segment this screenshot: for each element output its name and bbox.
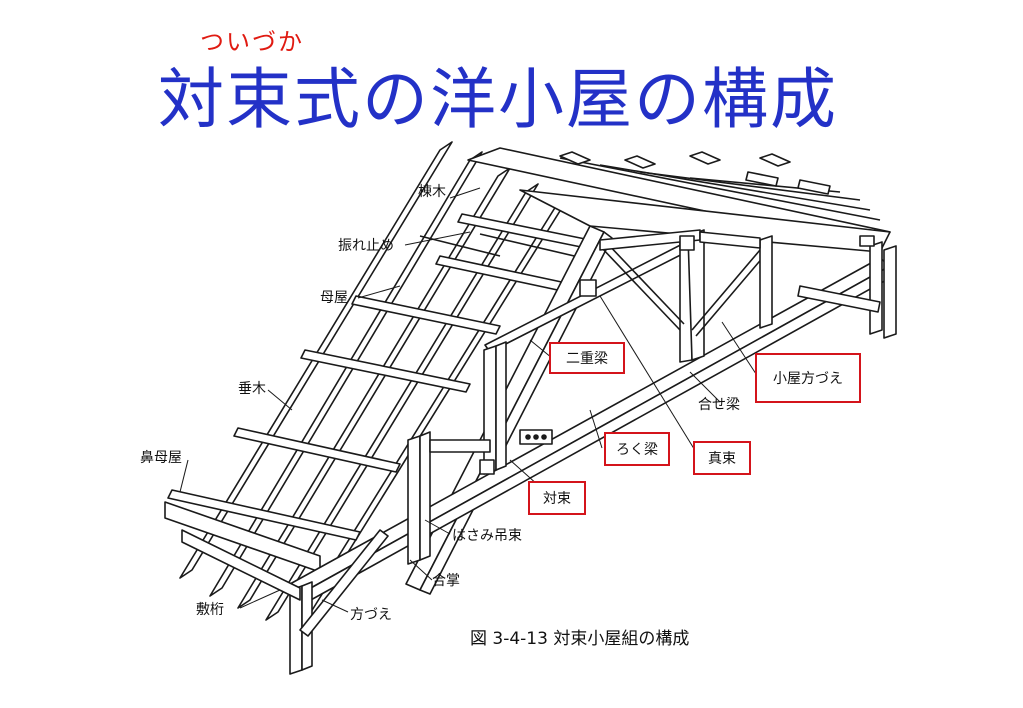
label-purlin: 母屋 (320, 290, 348, 306)
label-ridge-beam: 棟木 (418, 184, 446, 200)
rafter (265, 183, 539, 621)
title-ruby: ついづか (200, 28, 304, 56)
label-clamp-hanger: はさみ吊束 (452, 528, 522, 544)
page-title: 対束式の洋小屋の構成 (158, 61, 838, 138)
clamp-hanger (407, 435, 421, 565)
label-collar-beam: 二重梁 (549, 342, 625, 374)
label-rafter: 垂木 (238, 381, 266, 397)
label-principal-rafter: 合掌 (432, 573, 460, 589)
queen-post (483, 345, 497, 475)
label-tie-beam: ろく梁 (604, 432, 670, 466)
label-wall-plate: 敷桁 (196, 602, 224, 618)
purlin (167, 489, 361, 541)
purlin (233, 427, 401, 473)
rafter (237, 167, 511, 609)
wall-plate (181, 529, 301, 601)
label-truss-brace: 小屋方づえ (755, 353, 861, 403)
label-sway-brace: 振れ止め (338, 238, 394, 254)
knee-brace (299, 529, 389, 637)
label-double-beam: 合せ梁 (698, 397, 740, 413)
figure-caption: 図 3-4-13 対束小屋組の構成 (470, 629, 690, 649)
purlin (351, 295, 501, 335)
purlin (300, 349, 471, 393)
label-queen-post: 対束 (528, 481, 586, 515)
label-eave-purlin: 鼻母屋 (140, 450, 182, 466)
label-knee-brace: 方づえ (350, 607, 392, 623)
label-king-post: 真束 (693, 441, 751, 475)
